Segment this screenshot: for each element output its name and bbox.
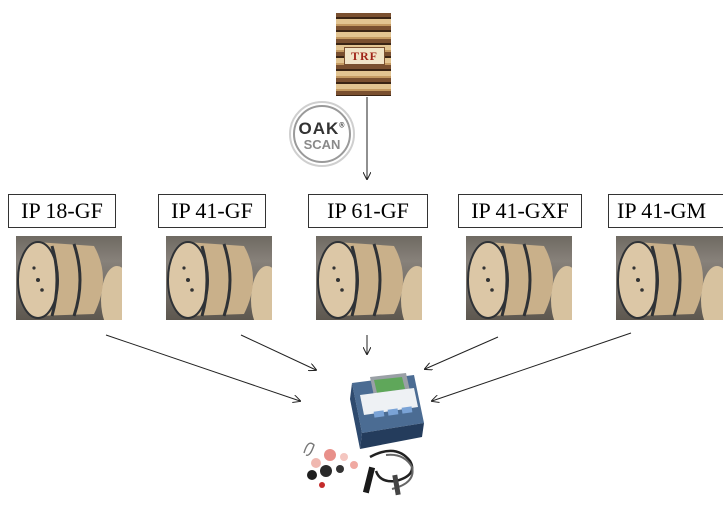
label-ip61-gf: IP 61-GF	[308, 194, 428, 228]
barrel-photo-ip41-gm	[616, 236, 723, 320]
barrel-photo-ip18-gf	[16, 236, 122, 320]
barrel-photo-ip41-gxf	[466, 236, 572, 320]
label-ip41-gf: IP 41-GF	[158, 194, 266, 228]
label-ip18-gf: IP 18-GF	[8, 194, 116, 228]
oakscan-logo-brand: OAK®	[298, 119, 346, 138]
label-ip41-gxf: IP 41-GXF	[458, 194, 582, 228]
oakscan-logo: OAK® SCAN	[286, 100, 358, 168]
barrel-photo-ip41-gf	[166, 236, 272, 320]
barrel-photo-ip61-gf	[316, 236, 422, 320]
label-ip41-gm: IP 41-GM	[608, 194, 723, 228]
oakscan-logo-ring	[289, 101, 355, 167]
oakscan-logo-product: SCAN	[303, 137, 341, 152]
trf-logo-band: TRF	[344, 47, 385, 65]
measurement-device-photo	[300, 371, 432, 501]
arrow-ip41gf-to-device	[240, 334, 316, 370]
trf-logo: TRF	[336, 13, 391, 96]
arrow-ip18-to-device	[105, 334, 300, 401]
arrow-ip41gxf-to-device	[425, 336, 499, 369]
arrow-ip41gm-to-device	[432, 332, 632, 401]
trf-logo-text: TRF	[351, 48, 378, 63]
